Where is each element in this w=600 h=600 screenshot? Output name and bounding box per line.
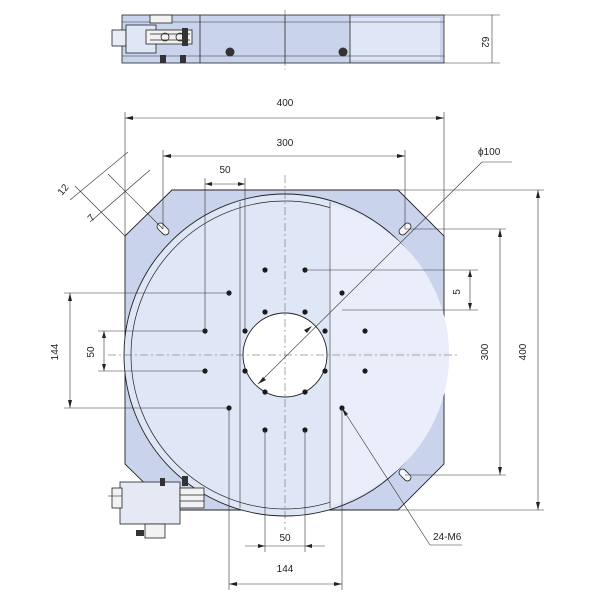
dim-inner-top-label: 50: [219, 165, 231, 176]
side-view-motor: [111, 14, 193, 63]
dim-overall-width-label: 400: [277, 98, 294, 109]
dim-50-left: 50: [86, 330, 205, 372]
dim-height: 62: [479, 36, 490, 48]
side-view: 62: [111, 10, 500, 70]
dim-left-inner-label: 50: [86, 346, 97, 358]
dim-400-top: 400: [124, 98, 445, 236]
motor-assembly: [108, 476, 205, 539]
dim-left-outer-label: 144: [50, 343, 61, 360]
dim-144-bottom: 144: [228, 408, 343, 590]
dim-diameter-label: ϕ100: [478, 147, 501, 158]
dim-300-top: 300: [162, 138, 406, 229]
dim-right-mid-label: 300: [480, 343, 491, 360]
dim-chamfer-b-label: 7: [86, 212, 98, 224]
side-view-screw-right: [338, 47, 348, 57]
dim-right-small: 5: [305, 269, 478, 311]
dim-chamfer-a-label: 12: [56, 182, 72, 198]
dim-thread-callout: 24-M6: [341, 407, 462, 546]
dim-50-bottom: 50: [245, 430, 325, 552]
dim-300-right: 300: [405, 228, 506, 476]
dim-50-top: 50: [204, 165, 246, 331]
side-view-screw-left: [225, 47, 235, 57]
dim-144-left: 144: [50, 292, 229, 409]
dim-diameter: ϕ100: [257, 147, 512, 385]
dim-bottom-inner-label: 50: [279, 533, 291, 544]
side-view-light-panel: [350, 18, 440, 60]
mounting-holes: [202, 267, 368, 433]
dim-right-overall-label: 400: [518, 343, 529, 360]
disk-highlight: [330, 205, 450, 505]
top-view: 400 300 50 ϕ100: [50, 98, 544, 590]
dim-hole-span-label: 300: [277, 138, 294, 149]
dim-right-small-label: 5: [452, 289, 463, 295]
dim-400-right: 400: [398, 189, 544, 511]
dim-bottom-outer-label: 144: [277, 564, 294, 575]
dim-thread-label: 24-M6: [433, 532, 462, 543]
